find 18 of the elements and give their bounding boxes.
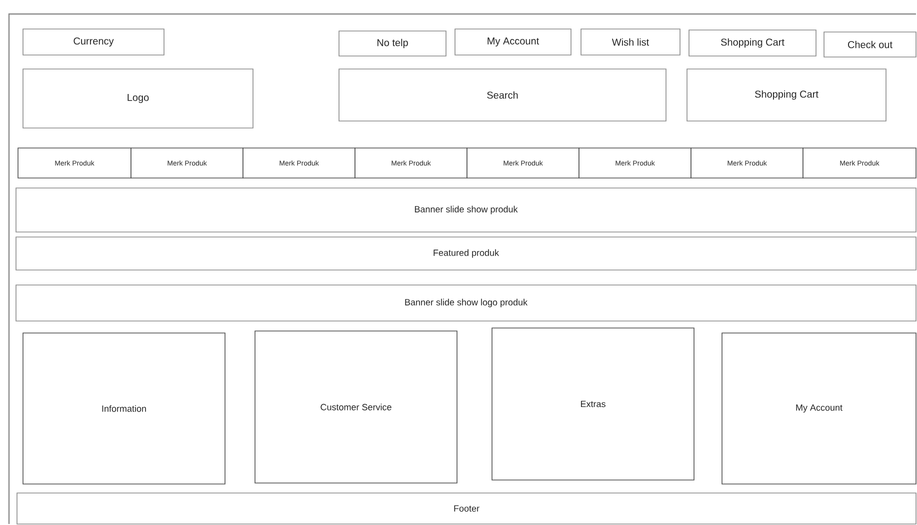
content-box: My Account [722, 332, 916, 484]
featured-box: Featured produk [16, 236, 916, 270]
page-frame [8, 13, 916, 524]
menu-button: No telp [338, 30, 446, 56]
content-box: Extras [492, 328, 694, 480]
menu-button: Wish list [580, 28, 680, 56]
menu-button: Check out [824, 32, 916, 58]
header-panel: Logo [22, 68, 254, 128]
menu-button: Shopping Cart [688, 30, 816, 56]
content-box: Customer Service [254, 330, 458, 484]
menu-button: My Account [454, 28, 572, 56]
content-box: Information [22, 332, 226, 484]
search-box: Search [338, 68, 666, 122]
footer-box: Footer [16, 492, 916, 524]
banner-box: Banner slide show logo produk [16, 284, 916, 322]
banner-box: Banner slide show produk [16, 188, 916, 232]
menu-button: Currency [22, 28, 164, 56]
cart-box: Shopping Cart [686, 68, 886, 122]
